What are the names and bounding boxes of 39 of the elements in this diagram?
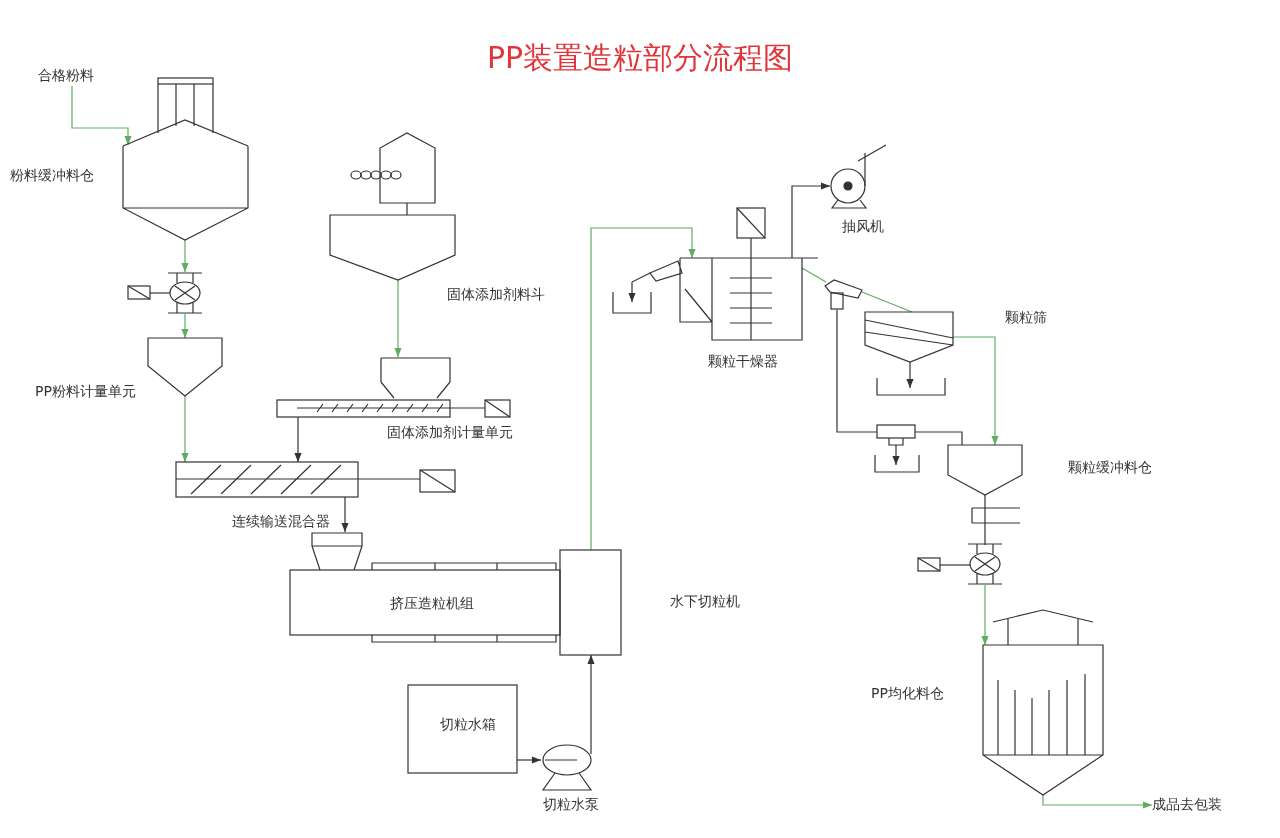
- flow-arrow: [181, 239, 189, 273]
- flow-arrow: [71, 85, 132, 146]
- flow-arrow: [181, 313, 189, 339]
- equipment-label: 水下切粒机: [670, 592, 740, 610]
- flow-arrow: [981, 584, 989, 646]
- flow-line: [984, 494, 986, 504]
- equipment-label: 连续输送混合器: [232, 512, 330, 530]
- flow-line: [914, 431, 963, 446]
- flow-arrow: [181, 395, 189, 463]
- equipment-label: 颗粒干燥器: [708, 352, 778, 370]
- flow-arrow: [791, 182, 831, 259]
- flow-arrow: [1042, 794, 1153, 809]
- flow-arrow: [341, 496, 349, 533]
- flow-line: [861, 291, 913, 313]
- flow-arrow: [590, 227, 696, 551]
- equipment-label: 切粒水箱: [440, 715, 496, 733]
- equipment-label: 固体添加剂料斗: [447, 285, 545, 303]
- flow-arrow: [892, 444, 900, 466]
- flow-line: [836, 309, 878, 433]
- stream-label: 合格粉料: [38, 66, 118, 86]
- flow-arrow: [394, 279, 402, 358]
- flow-arrow: [952, 336, 999, 446]
- equipment-label: PP均化料仓: [871, 684, 944, 702]
- equipment-label: PP粉料计量单元: [35, 382, 136, 400]
- equipment-label: 切粒水泵: [543, 795, 599, 813]
- flow-arrow: [294, 416, 302, 463]
- flow-arrow: [906, 361, 914, 389]
- equipment-label: 粉料缓冲料仓: [10, 166, 94, 184]
- equipment-label: 抽风机: [842, 217, 884, 235]
- equipment-label: 颗粒筛: [1005, 308, 1047, 326]
- equipment-label: 挤压造粒机组: [390, 594, 474, 612]
- stream-label: 成品去包装: [1152, 795, 1252, 815]
- flow-line: [801, 267, 827, 283]
- diagram-title: PP装置造粒部分流程图: [486, 40, 794, 75]
- flow-arrow: [628, 272, 651, 303]
- equipment-label: 固体添加剂计量单元: [387, 423, 513, 441]
- equipment-label: 颗粒缓冲料仓: [1068, 458, 1152, 476]
- flow-arrow: [587, 654, 595, 755]
- flow-arrow: [516, 756, 542, 764]
